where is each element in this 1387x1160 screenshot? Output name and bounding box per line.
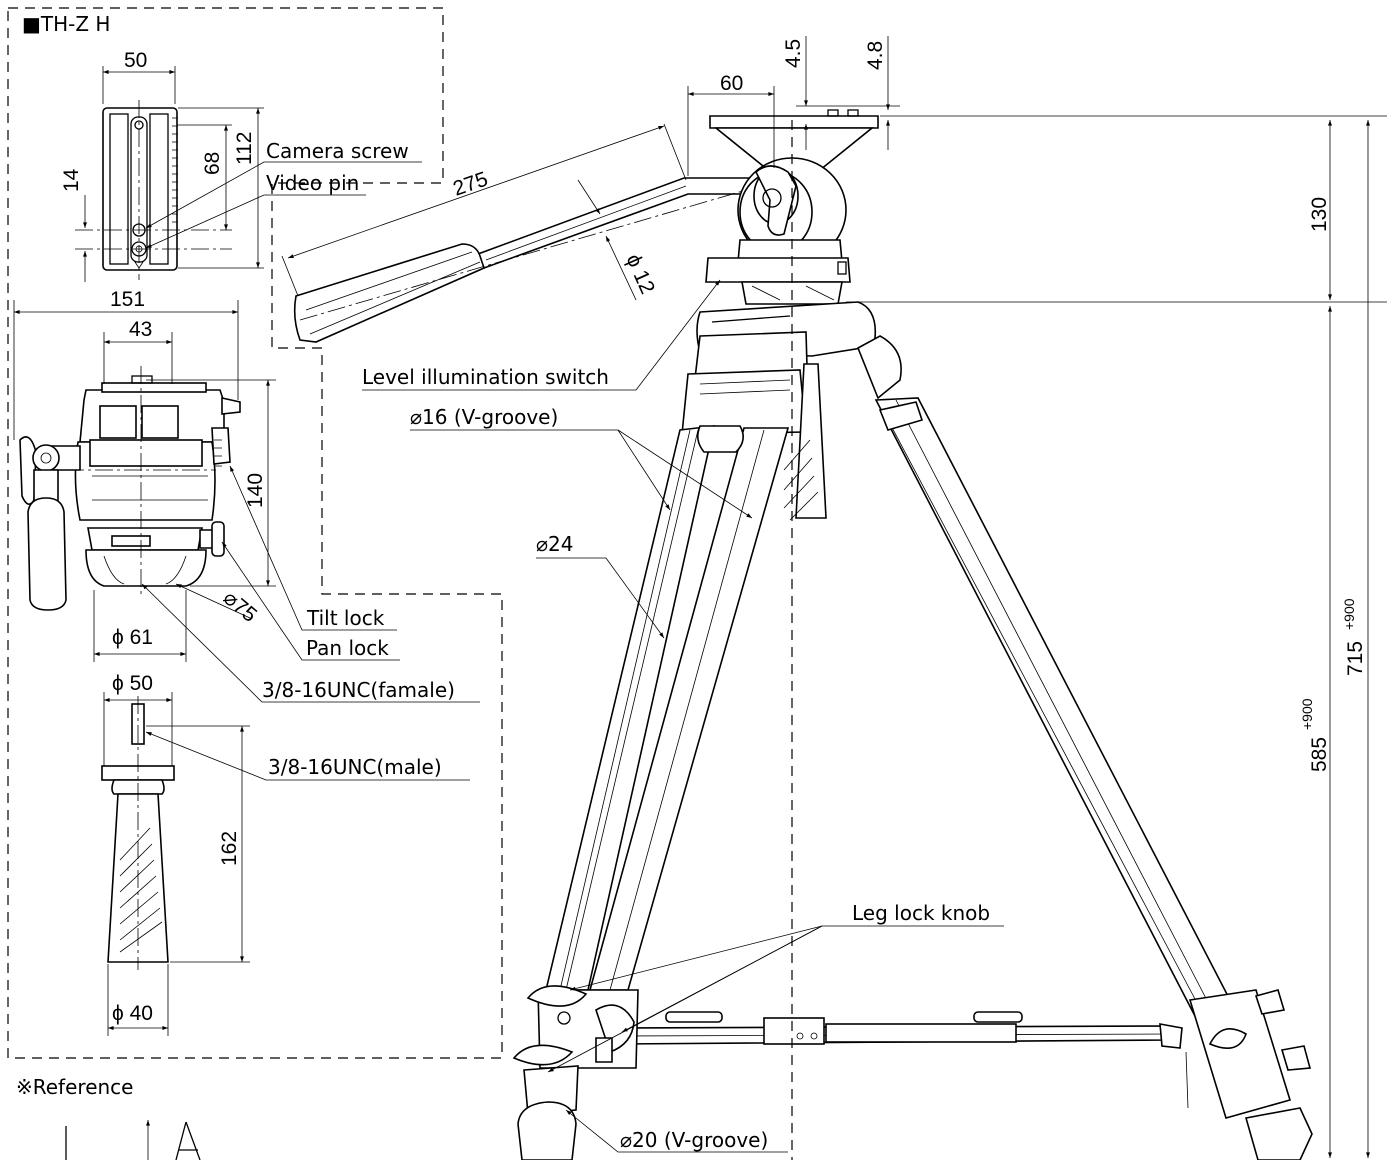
label-tilt-lock: Tilt lock [306,606,385,630]
dim-151: 151 [110,288,145,311]
dim-585: 585 [1308,737,1331,772]
dim-phi12: ϕ 12 [621,251,659,298]
dim-162: 162 [218,831,241,866]
detail-frame [7,7,503,1059]
label-groove16: ⌀16 (V-groove) [410,405,558,429]
dim-4-5: 4.5 [782,39,805,68]
label-camera-screw: Camera screw [266,139,409,163]
label-unc-female: 3/8-16UNC(famale) [262,678,455,702]
dim-75: ⌀75 [219,586,261,627]
dim-phi61: ϕ 61 [112,626,153,649]
right-leg-locks [1185,989,1313,1160]
dim-43: 43 [129,318,152,341]
dim-715: 715 [1344,641,1367,676]
label-pan-lock: Pan lock [306,636,389,660]
dim-275: 275 [450,168,491,201]
label-unc-male: 3/8-16UNC(male) [268,755,442,779]
label-video-pin: Video pin [266,171,359,195]
label-groove20: ⌀20 (V-groove) [620,1128,768,1152]
pan-handle [293,177,761,343]
label-dia24: ⌀24 [536,532,574,556]
dim-phi40: ϕ 40 [112,1002,153,1025]
reference-note: ※Reference [16,1075,133,1099]
tripod-apex [681,301,877,521]
label-level-switch: Level illumination switch [362,365,609,389]
dim-585-sup: +900 [1299,698,1315,730]
dim-4-8: 4.8 [864,41,887,70]
label-leg-lock: Leg lock knob [852,901,990,925]
dim-50-plate: 50 [124,49,147,72]
dim-phi50: ϕ 50 [112,672,153,695]
dim-68: 68 [201,152,224,175]
dim-715-sup: +900 [1341,598,1357,630]
dim-130: 130 [1308,197,1331,232]
right-leg [856,335,1232,1020]
spreader-bar [615,1011,1183,1049]
center-column [101,696,175,970]
reference-icon [65,1120,201,1160]
drawing-title: ■TH-Z H [22,12,110,36]
tripod-head [705,109,879,305]
dim-14: 14 [60,168,83,192]
plate-top-view [75,100,232,280]
dim-60: 60 [720,72,743,95]
dim-112: 112 [233,132,256,165]
front-legs [544,425,790,991]
dim-140: 140 [244,473,267,508]
head-front-view [19,366,241,611]
